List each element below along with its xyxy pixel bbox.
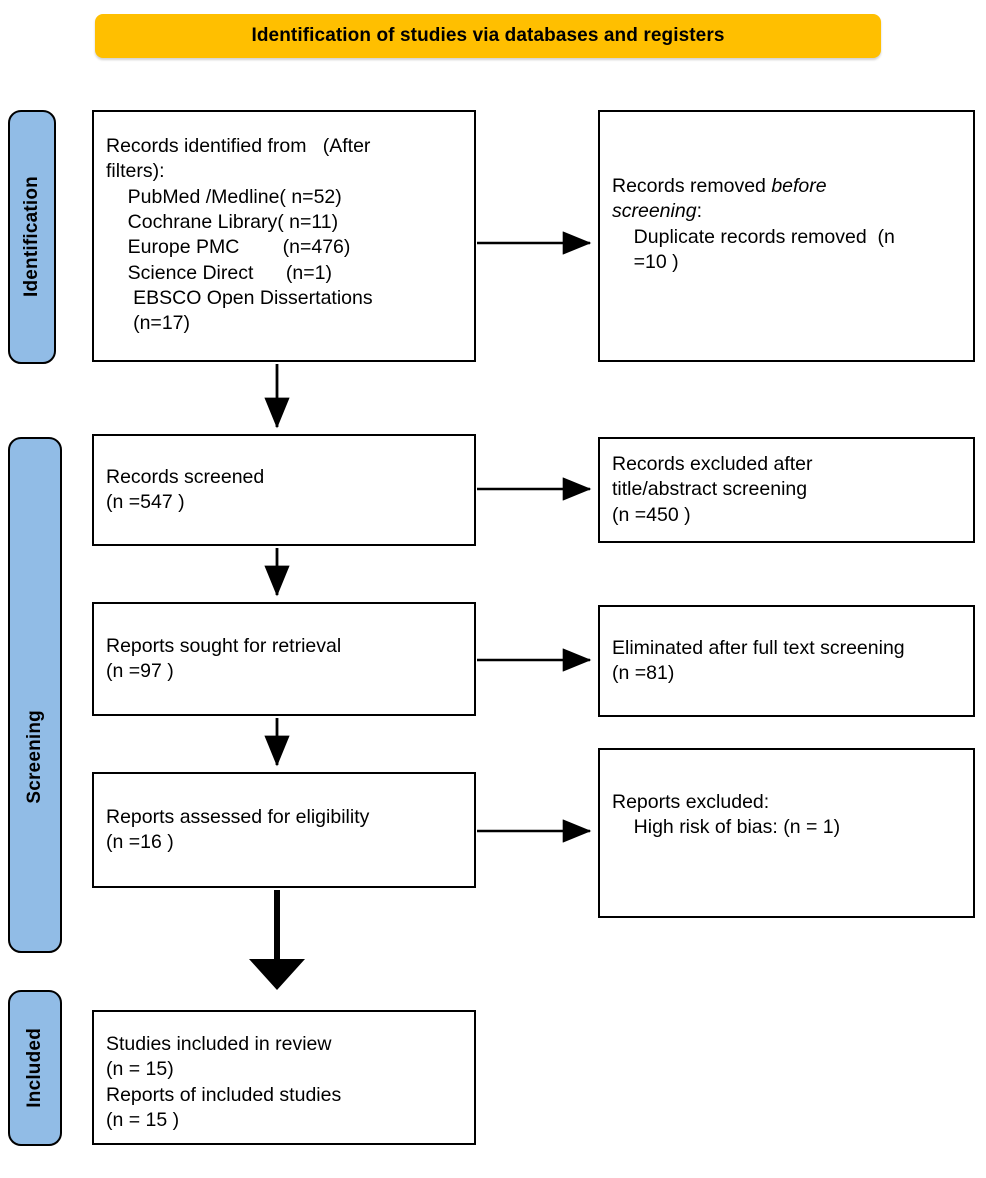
box-line: Science Direct (n=1) bbox=[106, 261, 332, 284]
box-line: (n = 15 ) bbox=[106, 1109, 180, 1132]
box-line: (n =16 ) bbox=[106, 831, 174, 853]
box-line: screening: bbox=[612, 199, 961, 224]
box-records-screened: Records screened (n =547 ) bbox=[92, 434, 476, 546]
box-line: High risk of bias: (n = 1) bbox=[612, 816, 841, 839]
box-reports-excluded: Reports excluded: High risk of bias: (n … bbox=[598, 748, 975, 918]
box-line: (n = 15) bbox=[106, 1058, 174, 1081]
box-records-removed-before-screening: Records removed before screening: Duplic… bbox=[598, 110, 975, 362]
box-records-excluded-title-abstract: Records excluded after title/abstract sc… bbox=[598, 437, 975, 543]
box-line: Cochrane Library( n=11) bbox=[106, 211, 339, 234]
box-line: EBSCO Open Dissertations bbox=[106, 287, 373, 310]
box-line: Reports excluded: bbox=[612, 791, 770, 813]
box-line: PubMed /Medline( n=52) bbox=[106, 185, 342, 208]
stage-label-identification: Identification bbox=[8, 110, 56, 364]
box-line: title/abstract screening bbox=[612, 478, 808, 501]
header-banner: Identification of studies via databases … bbox=[95, 14, 881, 58]
box-line: (n =81) bbox=[612, 662, 675, 684]
box-line: Eliminated after full text screening bbox=[612, 636, 905, 659]
box-line: Records identified from (After bbox=[106, 135, 371, 157]
box-line: Records screened bbox=[106, 465, 265, 488]
box-line: Reports sought for retrieval bbox=[106, 634, 342, 657]
box-line: =10 ) bbox=[612, 251, 679, 274]
stage-label-included: Included bbox=[8, 990, 62, 1146]
box-line: Records removed before bbox=[612, 174, 961, 199]
stage-label-screening: Screening bbox=[8, 437, 62, 953]
box-line: (n=17) bbox=[106, 312, 190, 335]
box-line: filters): bbox=[106, 160, 165, 183]
box-line: (n =97 ) bbox=[106, 660, 174, 682]
box-line: Duplicate records removed (n bbox=[612, 225, 895, 248]
box-line: Records excluded after bbox=[612, 452, 813, 475]
box-line: (n =450 ) bbox=[612, 503, 691, 526]
box-line-emphasis: screening bbox=[612, 200, 697, 223]
box-line-text: Records removed bbox=[612, 175, 772, 197]
box-line-text: : bbox=[696, 200, 702, 223]
arrow-eligibility-to-included-head bbox=[249, 959, 305, 990]
box-records-identified: Records identified from (After filters):… bbox=[92, 110, 476, 362]
box-line: (n =547 ) bbox=[106, 491, 185, 513]
box-line: Reports of included studies bbox=[106, 1083, 342, 1106]
box-line-emphasis: before bbox=[771, 175, 827, 197]
box-reports-assessed-for-eligibility: Reports assessed for eligibility (n =16 … bbox=[92, 772, 476, 888]
box-line: Studies included in review bbox=[106, 1033, 332, 1055]
box-studies-included-in-review: Studies included in review (n = 15) Repo… bbox=[92, 1010, 476, 1145]
header-banner-title: Identification of studies via databases … bbox=[251, 25, 725, 46]
box-line: Europe PMC (n=476) bbox=[106, 236, 351, 259]
box-reports-sought-for-retrieval: Reports sought for retrieval (n =97 ) bbox=[92, 602, 476, 716]
box-eliminated-after-full-text: Eliminated after full text screening (n … bbox=[598, 605, 975, 717]
box-line: Reports assessed for eligibility bbox=[106, 805, 370, 828]
